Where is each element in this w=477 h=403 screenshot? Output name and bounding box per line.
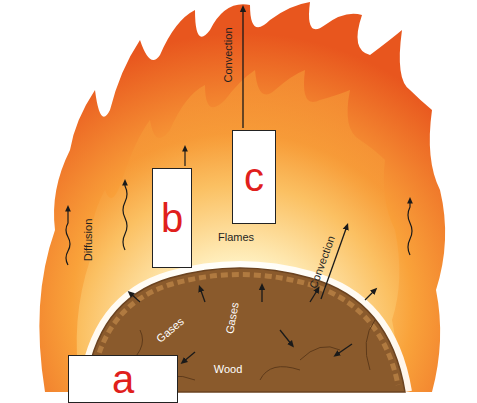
part-label: Wood xyxy=(214,363,243,375)
part-label: Convection xyxy=(222,27,234,82)
box-letter: c xyxy=(244,157,264,197)
outer-flame xyxy=(39,2,445,392)
label-box: b xyxy=(152,168,192,268)
box-letter: b xyxy=(161,198,183,238)
gas-arrows xyxy=(130,286,375,362)
part-label: Flames xyxy=(218,231,254,243)
label-box: a xyxy=(68,355,178,403)
box-letter: a xyxy=(112,359,134,399)
label-box: c xyxy=(232,130,276,224)
part-label: Diffusion xyxy=(82,219,94,262)
